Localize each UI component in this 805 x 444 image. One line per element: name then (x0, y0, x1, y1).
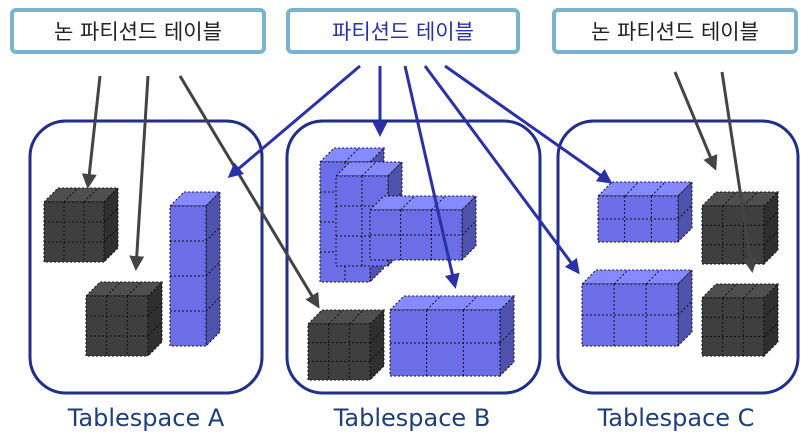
tablespace-c-box (556, 119, 800, 395)
non-partitioned-table-label-right: 논 파티션드 테이블 (552, 8, 798, 54)
partitioned-stack-b3 (368, 194, 478, 262)
tablespace-c-label: Tablespace C (597, 404, 755, 432)
arrows-center (227, 64, 613, 289)
non-partitioned-table-label-left: 논 파티션드 테이블 (10, 8, 266, 54)
non-partitioned-cube-c1 (700, 190, 780, 266)
partitioned-slab-b (388, 294, 516, 378)
partitioned-slab-c1 (596, 180, 694, 244)
cube-group (42, 146, 780, 382)
arrows-left (81, 75, 320, 309)
non-partitioned-cube-b (306, 308, 386, 382)
tablespace-b-label: Tablespace B (333, 404, 491, 432)
partitioned-table-label: 파티션드 테이블 (286, 8, 520, 54)
non-partitioned-cube-c2 (700, 282, 780, 358)
partitioned-column-a (168, 190, 222, 348)
tablespace-a-label: Tablespace A (67, 404, 225, 432)
non-partitioned-cube-a1 (42, 186, 120, 264)
partitioned-slab-c2 (580, 268, 694, 348)
non-partitioned-cube-a2 (84, 280, 164, 358)
arrows-right (673, 71, 758, 273)
